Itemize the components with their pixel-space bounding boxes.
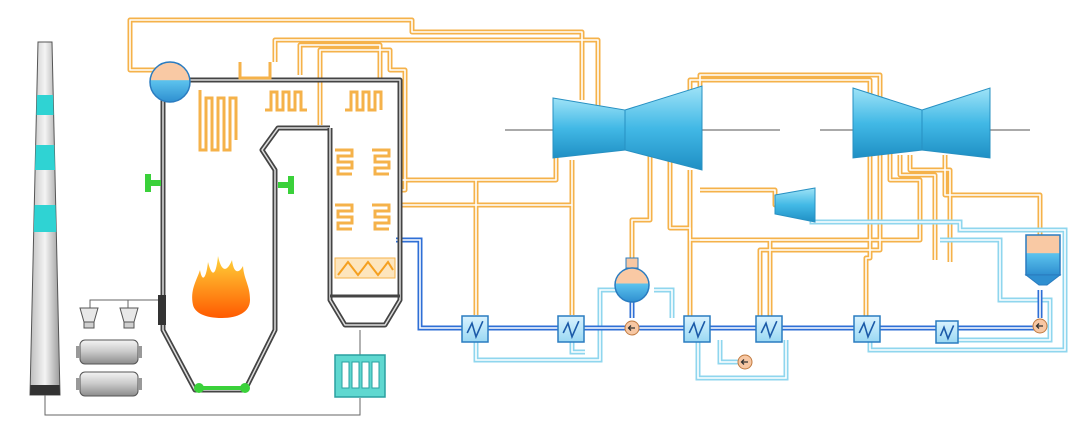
precipitator-icon	[334, 354, 386, 398]
hp-turbine-icon	[552, 85, 703, 171]
ip-turbine-icon	[852, 87, 991, 159]
condenser-hotwell-icon	[1024, 234, 1062, 286]
coal-mill-icon	[76, 339, 142, 397]
feedwater-line	[161, 190, 1045, 331]
heat-exchangers	[461, 315, 959, 344]
ash-hopper-seal	[194, 383, 250, 393]
heat-exchanger-icon[interactable]	[853, 315, 881, 343]
burner-icon	[192, 256, 250, 318]
steam-drum-icon	[149, 61, 191, 103]
deaerator-icon	[614, 257, 650, 303]
heat-exchanger-icon[interactable]	[755, 315, 783, 343]
steam-pipes	[127, 17, 1043, 318]
pump-icon[interactable]	[737, 354, 753, 370]
heat-exchanger-icon[interactable]	[935, 320, 959, 344]
burner-valve-left[interactable]	[145, 174, 161, 192]
chimney-icon	[29, 41, 61, 396]
air-preheater	[334, 257, 396, 279]
pump-icon[interactable]	[624, 320, 640, 336]
fan-icon	[79, 307, 139, 329]
heat-exchanger-icon[interactable]	[461, 315, 489, 343]
economizer-coils	[335, 148, 391, 231]
burner-valve-right[interactable]	[278, 176, 294, 194]
boiler-furnace	[158, 77, 403, 393]
small-turbine-icon	[774, 187, 816, 223]
heat-exchanger-icon[interactable]	[683, 315, 711, 343]
pump-icon[interactable]	[1032, 318, 1048, 334]
superheater-coils	[198, 62, 383, 152]
pumps	[624, 318, 1048, 370]
heat-exchanger-icon[interactable]	[557, 315, 585, 343]
drain-pipes	[473, 210, 1068, 381]
